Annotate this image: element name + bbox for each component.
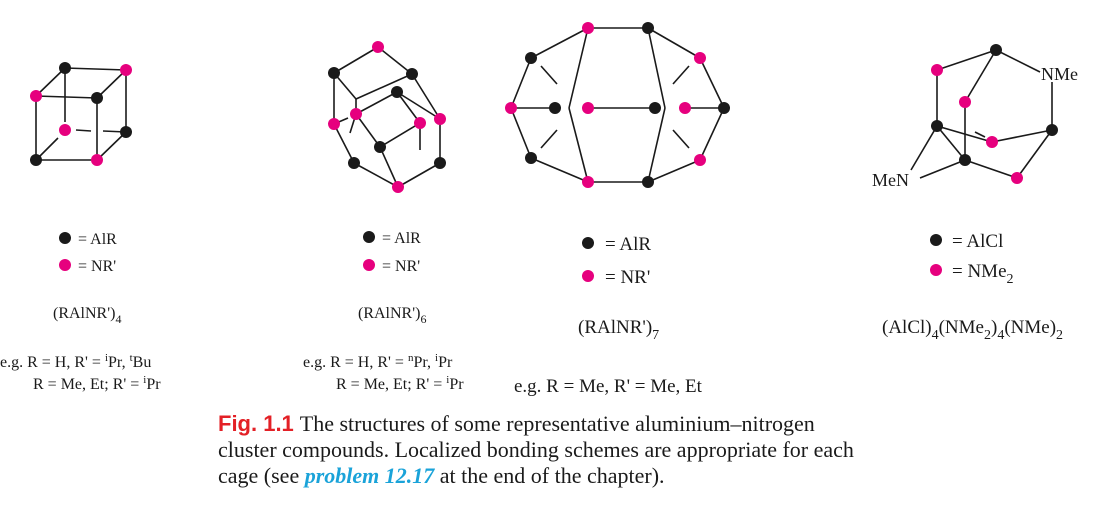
al-atom bbox=[406, 68, 418, 80]
formula-panel-1: (RAlNR')4 bbox=[53, 305, 121, 326]
n-atom bbox=[120, 64, 132, 76]
legend-al-text: = AlR bbox=[382, 230, 421, 247]
structure-ralnr4-cube bbox=[30, 62, 132, 166]
al-atom bbox=[1046, 124, 1058, 136]
n-atom bbox=[931, 64, 943, 76]
al-atom bbox=[374, 141, 386, 153]
nme-atom-label: NMe bbox=[1041, 64, 1078, 84]
men-atom-label: MeN bbox=[872, 170, 909, 190]
n-atom bbox=[59, 124, 71, 136]
n-atom bbox=[582, 176, 594, 188]
legend-al-text: = AlCl bbox=[952, 231, 1003, 252]
figure-label: Fig. 1.1 bbox=[218, 411, 294, 436]
n-atom bbox=[328, 118, 340, 130]
al-atom bbox=[328, 67, 340, 79]
legend-al-text: = AlR bbox=[605, 234, 651, 255]
n-atom bbox=[679, 102, 691, 114]
n-atom bbox=[91, 154, 103, 166]
problem-link[interactable]: problem 12.17 bbox=[304, 463, 435, 488]
example-panel-2-line-2: R = Me, Et; R' = iPr bbox=[336, 374, 464, 393]
caption-text-before: The structures of some representative al… bbox=[218, 411, 854, 488]
legend-al-marker bbox=[582, 237, 594, 249]
n-atom bbox=[1011, 172, 1023, 184]
n-atom bbox=[694, 154, 706, 166]
example-panel-1-line-2: R = Me, Et; R' = iPr bbox=[33, 374, 161, 393]
n-atom bbox=[350, 108, 362, 120]
al-atom bbox=[391, 86, 403, 98]
legend-al-marker bbox=[363, 231, 375, 243]
structure-alcl-nme-cage: NMe MeN bbox=[872, 44, 1078, 190]
legend-n-text: = NR' bbox=[605, 267, 650, 288]
legend-al-marker bbox=[59, 232, 71, 244]
n-atom bbox=[434, 113, 446, 125]
al-atom bbox=[549, 102, 561, 114]
example-panel-1-line-1: e.g. R = H, R' = iPr, tBu bbox=[0, 352, 151, 371]
formula-panel-4: (AlCl)4(NMe2)4(NMe)2 bbox=[882, 317, 1063, 343]
n-atom bbox=[30, 90, 42, 102]
legend-n-marker bbox=[930, 264, 942, 276]
al-atom bbox=[990, 44, 1002, 56]
legend-panel-3: = AlR = NR' bbox=[582, 234, 651, 288]
n-atom bbox=[582, 22, 594, 34]
al-atom bbox=[91, 92, 103, 104]
structure-ralnr7-cage bbox=[505, 22, 730, 188]
al-atom bbox=[649, 102, 661, 114]
n-atom bbox=[694, 52, 706, 64]
al-atom bbox=[525, 52, 537, 64]
al-atom bbox=[525, 152, 537, 164]
legend-n-text: = NMe2 bbox=[952, 261, 1014, 287]
al-atom bbox=[59, 62, 71, 74]
formula-panel-3: (RAlNR')7 bbox=[578, 317, 659, 343]
example-panel-3-line-1: e.g. R = Me, R' = Me, Et bbox=[514, 376, 703, 397]
al-atom bbox=[348, 157, 360, 169]
al-atom bbox=[434, 157, 446, 169]
al-atom bbox=[959, 154, 971, 166]
legend-n-marker bbox=[59, 259, 71, 271]
legend-al-marker bbox=[930, 234, 942, 246]
al-atom bbox=[642, 22, 654, 34]
al-atom bbox=[120, 126, 132, 138]
n-atom bbox=[414, 117, 426, 129]
legend-al-text: = AlR bbox=[78, 231, 117, 248]
n-atom bbox=[372, 41, 384, 53]
legend-n-marker bbox=[582, 270, 594, 282]
al-atom bbox=[718, 102, 730, 114]
n-atom bbox=[986, 136, 998, 148]
example-panel-2-line-1: e.g. R = H, R' = nPr, iPr bbox=[303, 352, 453, 371]
legend-n-marker bbox=[363, 259, 375, 271]
structure-ralnr6-prism bbox=[328, 41, 446, 193]
n-atom bbox=[505, 102, 517, 114]
n-atom bbox=[959, 96, 971, 108]
n-atom bbox=[392, 181, 404, 193]
caption-text-after: at the end of the chapter). bbox=[434, 463, 665, 488]
n-atom bbox=[582, 102, 594, 114]
legend-panel-2: = AlR = NR' bbox=[363, 230, 421, 275]
legend-panel-4: = AlCl = NMe2 bbox=[930, 231, 1014, 287]
formula-panel-2: (RAlNR')6 bbox=[358, 305, 426, 326]
legend-n-text: = NR' bbox=[78, 258, 116, 275]
al-atom bbox=[642, 176, 654, 188]
legend-n-text: = NR' bbox=[382, 258, 420, 275]
legend-panel-1: = AlR = NR' bbox=[59, 231, 117, 275]
al-atom bbox=[931, 120, 943, 132]
al-atom bbox=[30, 154, 42, 166]
